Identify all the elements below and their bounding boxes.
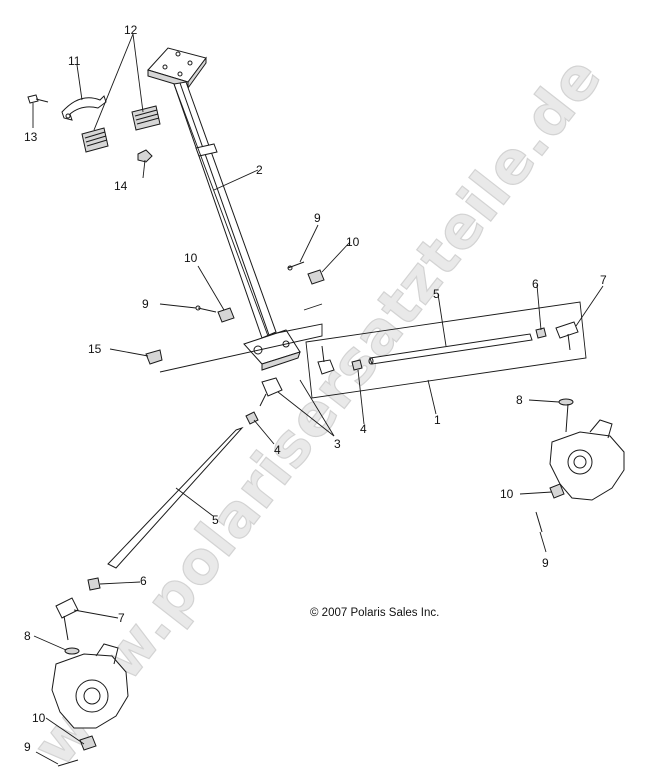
callout-10-left: 10 <box>184 251 198 265</box>
callout-15: 15 <box>88 342 102 356</box>
tie-rod-assembly-box <box>305 301 587 399</box>
copyright-text: © 2007 Polaris Sales Inc. <box>310 607 439 619</box>
tie-rod-left <box>55 377 283 641</box>
callout-6-left: 6 <box>140 574 147 588</box>
nut-part-14 <box>137 149 153 163</box>
bolt-part-13 <box>27 94 49 104</box>
clamp-part-11 <box>61 95 107 121</box>
callout-10-right: 10 <box>500 487 514 501</box>
callout-9-left-bottom: 9 <box>24 740 31 754</box>
bushing-left <box>81 127 109 153</box>
callout-1: 1 <box>434 413 441 427</box>
steering-column <box>147 47 301 371</box>
callout-9-left: 9 <box>142 297 149 311</box>
callout-4-right: 4 <box>360 422 367 436</box>
callout-10-upper: 10 <box>346 235 360 249</box>
spindle-right <box>535 398 625 533</box>
callout-7-right: 7 <box>600 273 607 287</box>
nut-upper-right <box>307 269 325 285</box>
callout-5-right: 5 <box>433 287 440 301</box>
callout-9-upper: 9 <box>314 211 321 225</box>
nut-left-column <box>217 307 235 323</box>
callout-8-right: 8 <box>516 393 523 407</box>
callout-4-center: 4 <box>274 443 281 457</box>
cotter-pin-upper <box>287 261 305 271</box>
callout-14: 14 <box>114 179 128 193</box>
callout-3: 3 <box>334 437 341 451</box>
leader-lines <box>32 33 604 765</box>
callout-labels: 12 11 13 14 2 9 10 10 9 15 5 6 7 4 1 3 4… <box>24 23 607 754</box>
bolt-part-15 <box>145 349 163 365</box>
cotter-pin-left <box>195 305 217 313</box>
callout-6-right: 6 <box>532 277 539 291</box>
callout-9-right: 9 <box>542 556 549 570</box>
callout-11: 11 <box>68 54 81 68</box>
callout-5-left: 5 <box>212 513 219 527</box>
bushing-right <box>131 105 161 131</box>
callout-10-left-bottom: 10 <box>32 711 46 725</box>
callout-7-left: 7 <box>118 611 125 625</box>
callout-2: 2 <box>256 163 263 177</box>
callout-8-left: 8 <box>24 629 31 643</box>
callout-13: 13 <box>24 130 38 144</box>
callout-12: 12 <box>124 23 138 37</box>
spindle-left <box>51 643 129 767</box>
